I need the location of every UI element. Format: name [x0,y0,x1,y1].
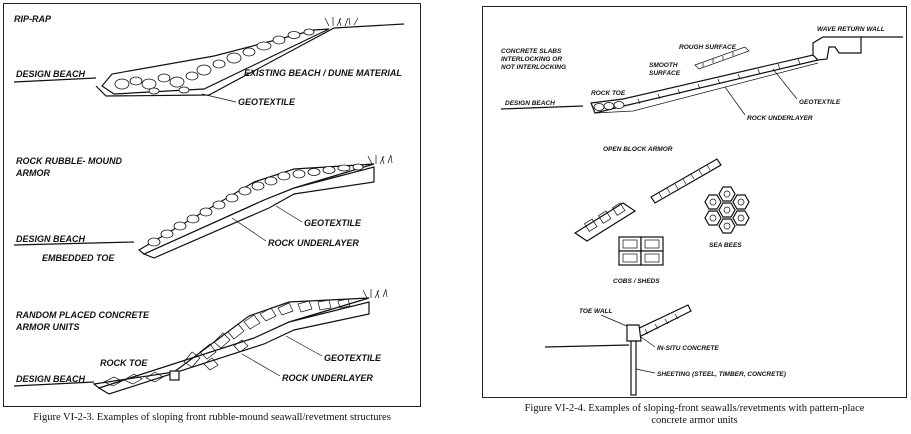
rough-surface-label: ROUGH SURFACE [679,44,737,51]
slab-geotextile-leader [772,68,798,100]
concrete-design-beach-line [13,381,95,387]
riprap-grass [324,17,359,27]
left-figure-drawing: RIP-RAP [13,14,405,395]
slab-design-beach-label: DESIGN BEACH [505,100,555,107]
concrete-rock-toe-label: ROCK TOE [100,358,148,368]
rough-surface-slab [694,46,750,70]
smooth-surface-label-line2: SURFACE [649,70,681,77]
sheeting-leader [635,368,656,374]
rough-surface-joints [702,52,734,67]
rock-toe-stone [169,370,180,381]
open-block-strip-cells [658,164,711,199]
open-block-armor-label: OPEN BLOCK ARMOR [603,146,673,153]
slab-rock-underlayer-label: ROCK UNDERLAYER [747,115,813,122]
right-figure-drawing: CONCRETE SLABS INTERLOCKING OR NOT INTER… [500,26,903,396]
right-caption-line1: Figure VI-2-4. Examples of sloping-front… [524,403,865,414]
concrete-title-line1: RANDOM PLACED CONCRETE [16,310,150,320]
rubble-geotextile-label: GEOTEXTILE [304,218,362,228]
rubble-embedded-toe-label: EMBEDDED TOE [42,253,115,263]
slabs-label-line2: INTERLOCKING OR [501,56,562,63]
toe-wall-slope-armor [631,304,692,338]
toe-wall-ground-line [544,344,630,348]
three-cell-block [573,202,637,242]
slab-rock-toe-label: ROCK TOE [591,90,626,97]
concrete-grass [362,288,388,299]
slabs-label-line1: CONCRETE SLABS [501,48,562,55]
sea-bees-label: SEA BEES [709,242,742,249]
right-figure-panel: CONCRETE SLABS INTERLOCKING OR NOT INTER… [482,6,907,398]
slab-underlayer-line [594,62,819,114]
rubble-mound-section: ROCK RUBBLE- MOUND ARMOR [13,154,393,263]
concrete-design-beach-label: DESIGN BEACH [16,374,86,384]
left-figure-caption: Figure VI-2-3. Examples of sloping front… [33,412,391,423]
riprap-stones [114,28,315,95]
toe-wall-section: TOE WALL IN-SITU CONCRETE SHEETING (STEE… [544,304,786,396]
rubble-design-beach-line [13,241,135,246]
sheeting-label: SHEETING (STEEL, TIMBER, CONCRETE) [657,371,786,378]
smooth-surface-label-line1: SMOOTH [649,62,678,69]
concrete-armor-section: RANDOM PLACED CONCRETE ARMOR UNITS [13,288,388,395]
rubble-title-line2: ARMOR [15,168,50,178]
rubble-stones [147,163,364,247]
right-caption-line2: concrete armor units [651,415,738,426]
rubble-grass [367,154,393,165]
wave-return-wall [812,36,862,61]
right-figure-caption: Figure VI-2-4. Examples of sloping-front… [482,403,907,427]
riprap-design-beach-label: DESIGN BEACH [16,69,86,79]
slab-armor-layer [590,54,820,114]
concrete-geotextile-leader [285,335,323,357]
in-situ-leader [640,336,656,348]
slab-joints [637,58,801,105]
wave-return-wall-label: WAVE RETURN WALL [817,26,885,33]
in-situ-concrete-label: IN-SITU CONCRETE [657,345,719,352]
riprap-design-beach-line [13,77,97,83]
sea-bees-hexagons [704,186,750,234]
cobs-sheds-label: COBS / SHEDS [613,278,660,285]
riprap-existing-beach-label: EXISTING BEACH / DUNE MATERIAL [244,68,402,78]
riprap-section: RIP-RAP [13,14,405,107]
left-figure-panel: RIP-RAP [3,3,421,407]
cobs-sheds-blocks [618,236,664,266]
rubble-design-beach-label: DESIGN BEACH [16,234,86,244]
rubble-geotextile-leader [275,205,303,223]
concrete-geotextile-label: GEOTEXTILE [324,353,382,363]
toe-wall-label: TOE WALL [579,308,612,315]
slab-rock-toe [593,101,625,111]
toe-wall-armor-joints [644,313,679,335]
rubble-underlayer-leader [231,217,267,242]
concrete-title-line2: ARMOR UNITS [15,322,80,332]
slabs-label-line3: NOT INTERLOCKING [501,64,566,71]
slab-geotextile-label: GEOTEXTILE [799,99,841,106]
riprap-geotextile-label: GEOTEXTILE [238,97,296,107]
concrete-underlayer-leader [241,353,281,377]
rubble-title-line1: ROCK RUBBLE- MOUND [16,156,122,166]
concrete-armor-units [103,298,351,387]
sheeting-pile [630,340,637,396]
slabs-design-beach-line [500,105,584,110]
rubble-underlayer-label: ROCK UNDERLAYER [268,238,359,248]
concrete-slabs-section: CONCRETE SLABS INTERLOCKING OR NOT INTER… [500,26,903,122]
in-situ-concrete-cap [626,324,642,342]
riprap-geotextile-line [95,23,405,97]
concrete-underlayer-label: ROCK UNDERLAYER [282,373,373,383]
concrete-armor-layer [92,297,370,389]
open-block-armor-section: OPEN BLOCK ARMOR [573,146,750,285]
open-block-strip [650,158,722,204]
riprap-geotextile-leader [201,93,237,103]
riprap-title: RIP-RAP [14,14,52,24]
toe-wall-leader [600,314,630,328]
slab-underlayer-leader [724,86,746,116]
